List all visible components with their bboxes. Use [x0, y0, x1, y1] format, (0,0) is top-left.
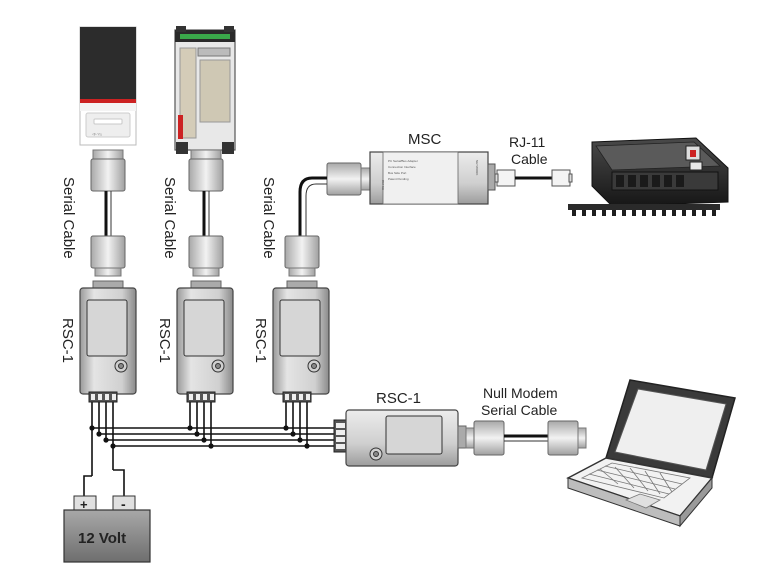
null-modem-label-line2: Serial Cable — [481, 402, 557, 418]
rsc-label-1: RSC-1 — [59, 318, 76, 363]
rsc-unit-2 — [176, 280, 234, 403]
svg-text:Bus Side Port: Bus Side Port — [388, 171, 407, 175]
rsc-label-2: RSC-1 — [156, 318, 173, 363]
serial-cable-label-3: Serial Cable — [260, 177, 277, 259]
battery-plus-terminal: + — [80, 497, 88, 512]
svg-text:Patent Pending: Patent Pending — [388, 177, 409, 181]
rsc-unit-1 — [79, 280, 137, 403]
laptop — [566, 379, 736, 528]
serial-cable-label-2: Serial Cable — [161, 177, 178, 259]
bus-wiring — [83, 402, 340, 496]
serial-cable-3 — [284, 162, 371, 277]
battery — [63, 495, 151, 563]
battery-minus-terminal: - — [121, 496, 126, 512]
null-modem-cable — [465, 420, 587, 456]
svg-text:RS-232: RS-232 — [381, 179, 385, 190]
svg-text:◁▷ ▽△: ◁▷ ▽△ — [92, 132, 103, 136]
msc-device: PC Serial/Bus Adapter Connection Interfa… — [369, 151, 496, 205]
svg-text:Connection Interface: Connection Interface — [388, 165, 416, 169]
rsc-label-3: RSC-1 — [252, 318, 269, 363]
svg-text:PC Serial/Bus Adapter: PC Serial/Bus Adapter — [388, 159, 418, 163]
controller-board — [174, 26, 236, 154]
msc-label: MSC — [408, 131, 442, 148]
keypad-device: ◁▷ ▽△ — [79, 26, 137, 146]
bus-junction-dots — [89, 425, 310, 449]
rsc-unit-main — [333, 409, 467, 467]
rsc-unit-3 — [272, 280, 330, 403]
rj11-label-line2: Cable — [511, 151, 548, 167]
rj11-label-line1: RJ-11 — [509, 134, 546, 150]
svg-text:NETWORK: NETWORK — [475, 160, 479, 175]
battery-label: 12 Volt — [78, 530, 126, 547]
serial-cable-2 — [188, 149, 224, 277]
rsc-main-label: RSC-1 — [376, 390, 421, 407]
serial-cable-label-1: Serial Cable — [60, 177, 77, 259]
gateway-device — [568, 137, 729, 216]
null-modem-label-line1: Null Modem — [483, 385, 558, 401]
rj11-cable — [494, 169, 573, 187]
serial-cable-1 — [90, 149, 126, 277]
